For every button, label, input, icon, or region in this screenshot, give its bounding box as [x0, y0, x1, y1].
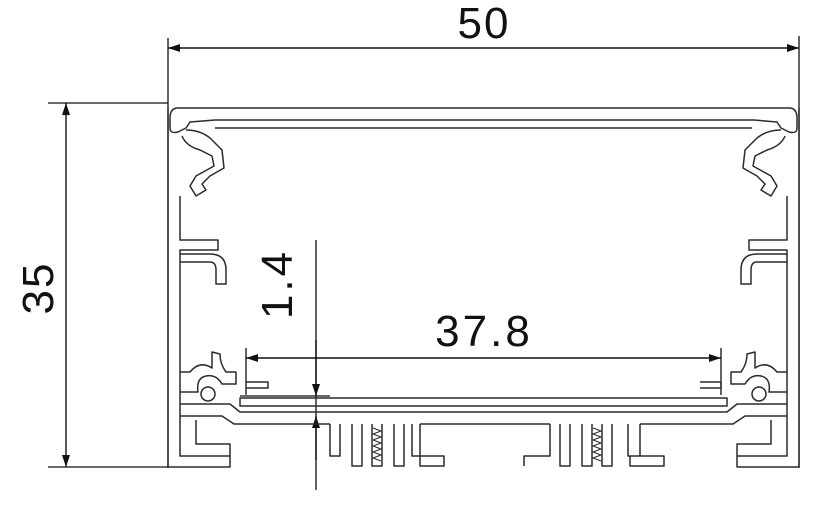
left-fin-serration	[372, 427, 382, 462]
left-outer-wall	[167, 108, 231, 468]
overall-width-label: 50	[458, 0, 511, 48]
led-seat-plate	[239, 381, 728, 407]
top-cover-rail	[169, 107, 798, 134]
extension-lines	[48, 36, 800, 490]
left-screw-channel	[200, 386, 216, 402]
left-lower-clip	[180, 351, 237, 393]
left-mid-clip	[180, 253, 227, 285]
wall-thickness-label: 1.4	[253, 249, 302, 319]
right-lower-clip	[730, 351, 787, 393]
profile-section	[167, 107, 800, 468]
left-lower-ledge	[180, 403, 260, 425]
right-fin-group	[523, 424, 665, 467]
inner-width-label: 37.8	[435, 307, 533, 356]
bottom-base-plate	[195, 411, 772, 456]
right-mid-clip	[740, 253, 787, 285]
right-fin-serration	[592, 427, 602, 462]
right-lower-ledge	[707, 403, 787, 425]
left-fin-group	[329, 424, 445, 467]
right-screw-channel	[751, 386, 767, 402]
right-snap-hook	[742, 129, 786, 197]
left-snap-hook	[181, 129, 225, 197]
right-outer-wall	[736, 108, 800, 468]
overall-height-label: 35	[14, 262, 63, 315]
